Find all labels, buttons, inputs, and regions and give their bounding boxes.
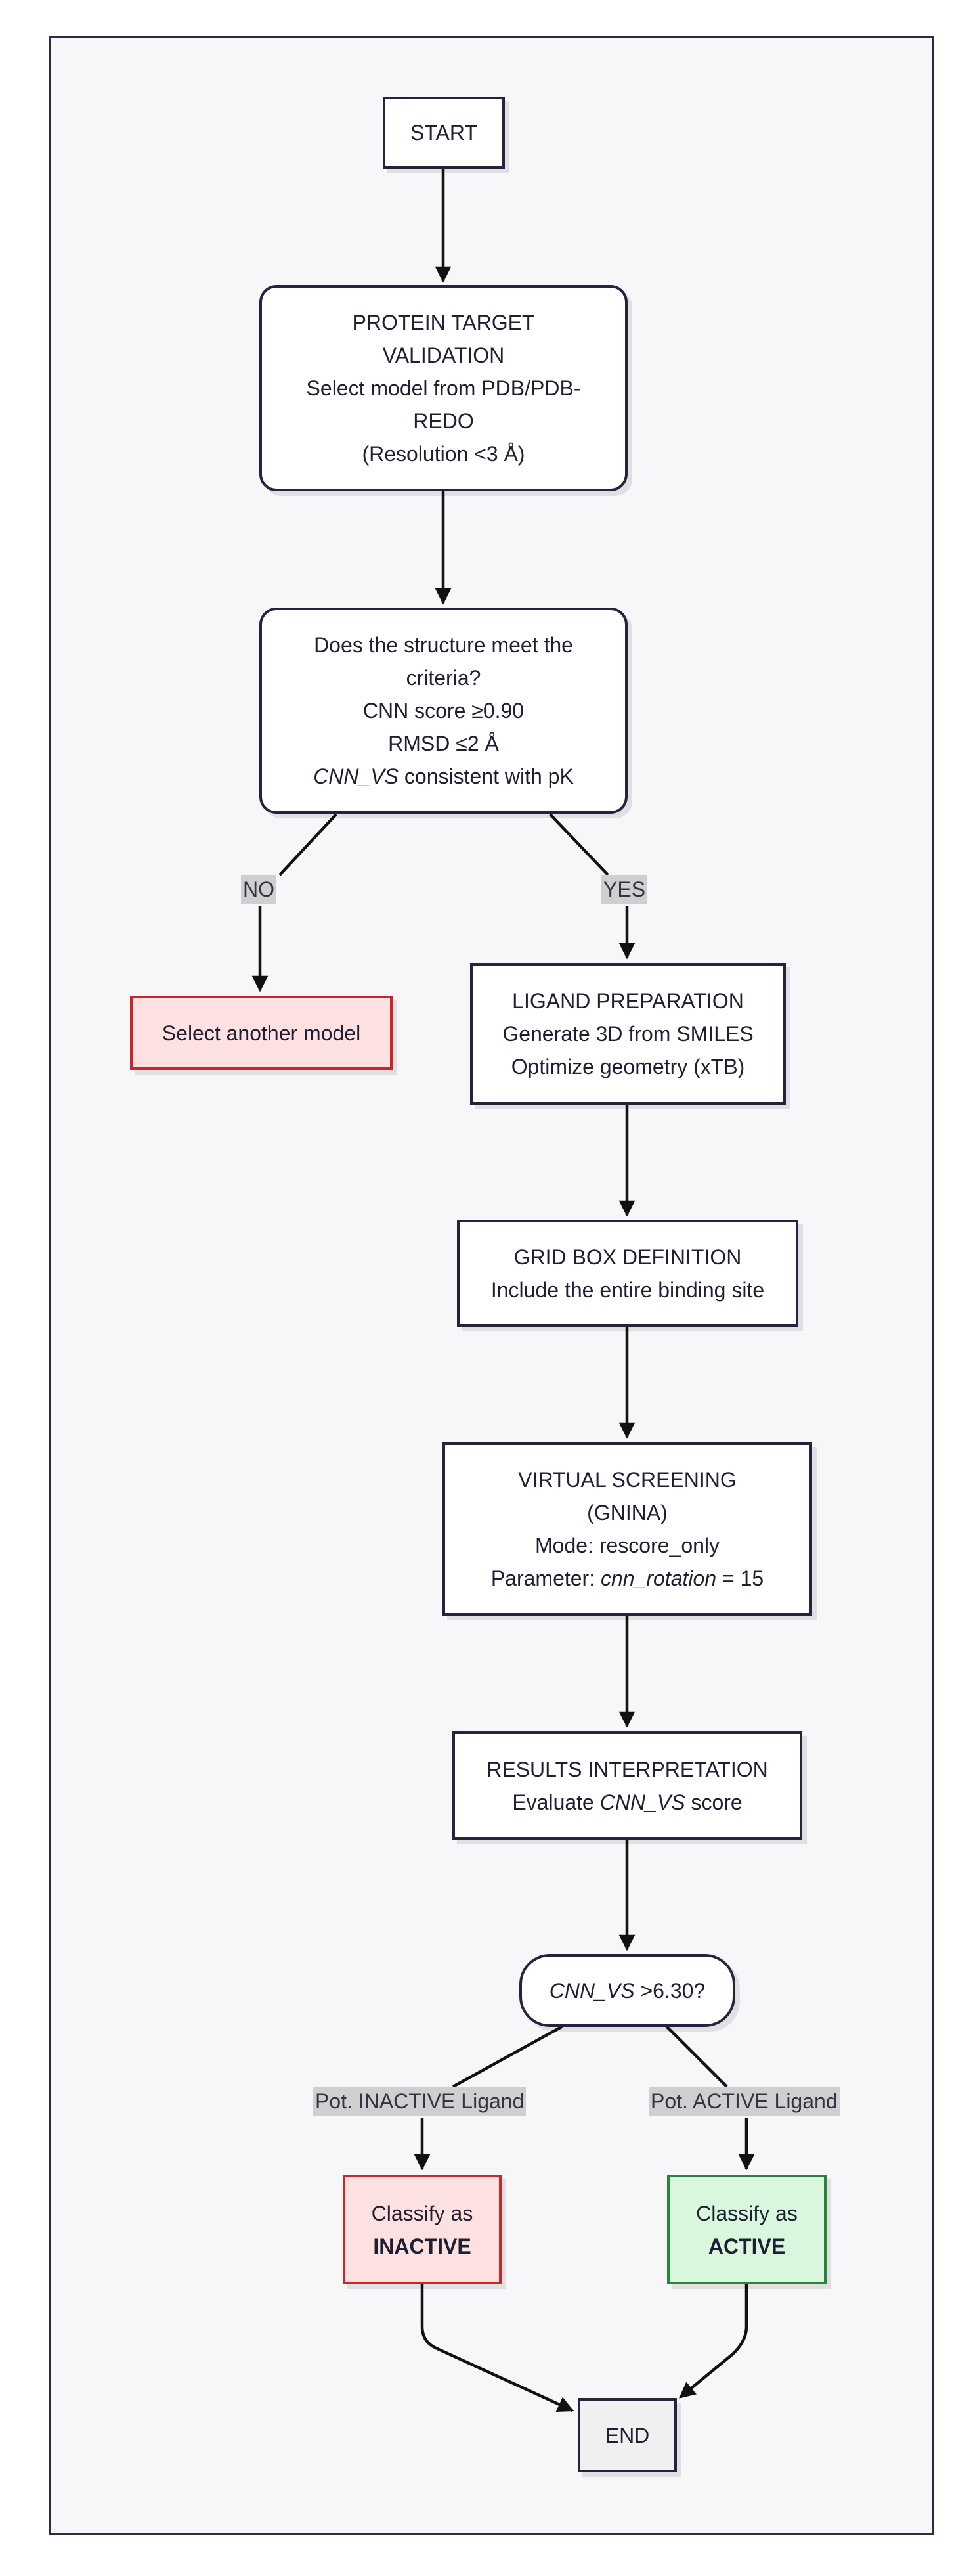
structure-criteria-node: Does the structure meet the criteria? CN… <box>259 608 628 814</box>
edge-decision-inactive <box>452 2025 564 2088</box>
classify-active-node: Classify as ACTIVE <box>667 2175 827 2284</box>
edge-inactive-end <box>420 2284 574 2412</box>
edge-criteria-yes <box>549 813 609 876</box>
protein-target-validation-node: PROTEIN TARGET VALIDATION Select model f… <box>259 285 628 491</box>
edge-label-pot-active: Pot. ACTIVE Ligand <box>649 2087 840 2116</box>
virtual-screening-node: VIRTUAL SCREENING (GNINA) Mode: rescore_… <box>442 1442 812 1616</box>
results-interpretation-node: RESULTS INTERPRETATION Evaluate CNN_VS s… <box>452 1731 802 1840</box>
cnn-vs-decision-node: CNN_VS >6.30? <box>519 1954 735 2027</box>
edge-label-pot-inactive: Pot. INACTIVE Ligand <box>313 2087 527 2116</box>
end-node: END <box>578 2398 677 2472</box>
edge-label-no: NO <box>241 875 276 904</box>
classify-inactive-node: Classify as INACTIVE <box>343 2175 502 2284</box>
edge-decision-active <box>665 2025 728 2088</box>
grid-box-definition-node: GRID BOX DEFINITION Include the entire b… <box>457 1220 798 1327</box>
edge-active-end <box>679 2284 748 2399</box>
select-another-model-node: Select another model <box>130 996 393 1070</box>
start-node: START <box>383 97 505 169</box>
edge-label-yes: YES <box>601 875 648 904</box>
ligand-preparation-node: LIGAND PREPARATION Generate 3D from SMIL… <box>470 963 786 1105</box>
edge-criteria-no <box>278 813 337 876</box>
